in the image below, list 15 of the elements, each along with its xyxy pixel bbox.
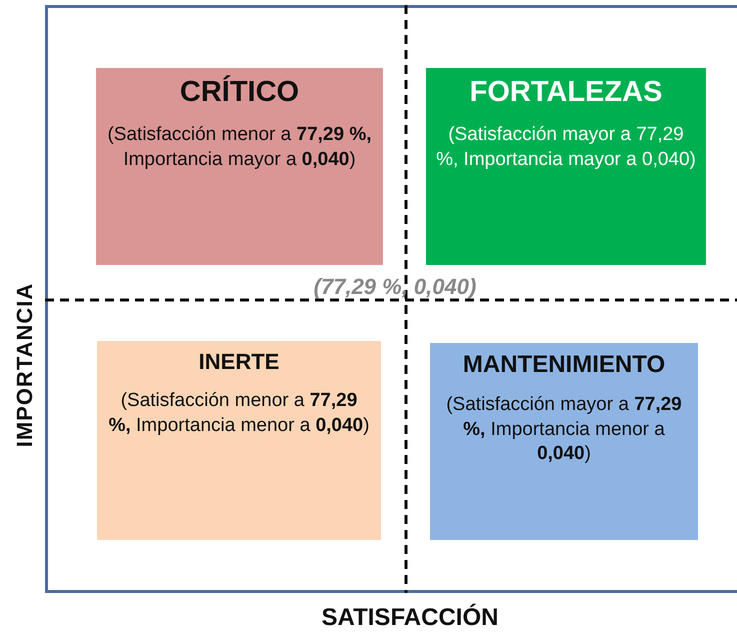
quadrant-box bbox=[430, 343, 698, 540]
y-axis-label: IMPORTANCIA bbox=[12, 282, 38, 450]
quadrant-description: (Satisfacción mayor a 77,29 %, Importancia menor a 0,040) bbox=[445, 393, 683, 466]
quadrant-description: (Satisfacción menor a 77,29 %, Importancia menor a 0,040) bbox=[108, 389, 370, 438]
quadrant-title: INERTE bbox=[198, 349, 280, 375]
x-axis-label: SATISFACCIÓN bbox=[320, 604, 500, 632]
quadrant-title: FORTALEZAS bbox=[468, 76, 664, 109]
quadrant-title: MANTENIMIENTO bbox=[462, 351, 666, 379]
quadrant-box bbox=[426, 68, 706, 265]
quadrant-description: (Satisfacción menor a 77,29 %, Importancia mayor a 0,040) bbox=[106, 123, 373, 172]
center-point-label: (77,29 %, 0,040) bbox=[312, 274, 478, 300]
quadrant-title: CRÍTICO bbox=[178, 76, 300, 109]
quadrant-box bbox=[96, 68, 383, 265]
quadrant-description: (Satisfacción mayor a 77,29 %, Importancia mayor a 0,040) bbox=[436, 123, 696, 172]
quadrant-box bbox=[97, 341, 381, 540]
